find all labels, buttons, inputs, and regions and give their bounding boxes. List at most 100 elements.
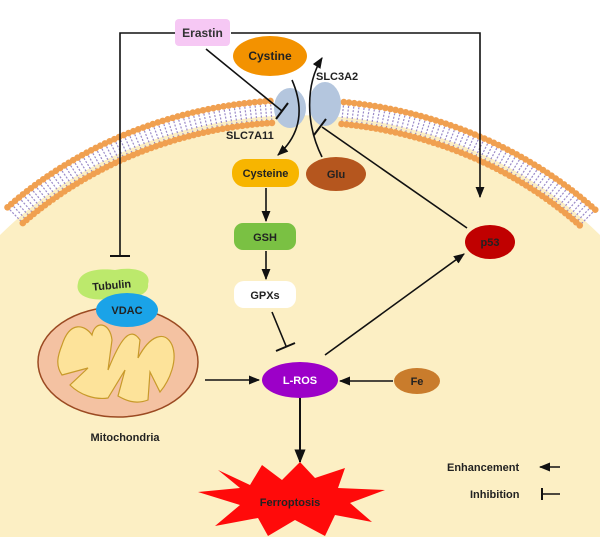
p53-label: p53 — [481, 237, 500, 249]
lipid-tail — [572, 202, 589, 220]
erastin-to-vdac-line — [119, 32, 176, 256]
lipid-tail — [77, 157, 90, 177]
lipid-tail — [59, 167, 74, 187]
gpxs-label: GPXs — [250, 290, 279, 302]
lipid-tail — [187, 113, 195, 136]
lipid-tail — [86, 152, 99, 172]
lipid-head — [367, 124, 375, 132]
lipid-tail — [157, 122, 166, 144]
lipid-head — [576, 222, 584, 229]
lipid-tail — [529, 169, 544, 189]
lipid-head — [189, 109, 197, 116]
glu-label: Glu — [327, 169, 345, 181]
lipid-head — [407, 110, 415, 117]
lipid-head — [229, 123, 236, 131]
lipid-head — [345, 99, 353, 106]
lipid-tail — [561, 193, 577, 211]
cystine-import-arrow — [277, 79, 300, 156]
lipid-tail — [46, 176, 62, 195]
lipid-head — [235, 100, 243, 108]
lipid-tail — [350, 103, 355, 126]
lipid-tail — [26, 190, 42, 209]
lipid-tail — [99, 145, 112, 166]
lipid-tail — [409, 114, 417, 137]
fe-label: Fe — [411, 376, 424, 388]
lipid-tail — [38, 181, 54, 200]
lipid-tail — [167, 119, 176, 141]
lipid-head — [209, 104, 217, 112]
cysteine-node — [232, 159, 299, 187]
erastin-box — [175, 19, 230, 46]
lipid-tail — [192, 112, 200, 134]
lipid-tail — [355, 103, 361, 126]
lipid-head — [387, 105, 394, 113]
glu-node — [306, 157, 366, 191]
lipid-head — [591, 206, 599, 214]
lipid-tail — [207, 109, 214, 131]
lipid-tail — [553, 187, 569, 205]
lipid-head — [427, 115, 435, 123]
lipid-head — [361, 101, 368, 108]
fe-node — [394, 368, 440, 394]
lipid-tail — [545, 181, 561, 200]
lipid-tail — [513, 159, 527, 179]
lipid-head — [268, 119, 276, 127]
mitochondria-label: Mitochondria — [90, 432, 160, 444]
vdac-node — [96, 293, 158, 327]
cystine-node — [233, 36, 307, 76]
lipid-tail — [7, 206, 24, 224]
lipid-tail — [345, 102, 350, 125]
lipid-tail — [446, 126, 457, 148]
lipid-tail — [399, 112, 407, 134]
lipid-tail — [437, 123, 447, 145]
lipid-tail — [152, 123, 162, 145]
lipid-head — [219, 125, 226, 133]
lipid-tail — [147, 125, 157, 147]
lipid-tail — [162, 120, 171, 142]
lipid-head — [340, 98, 348, 106]
lipid-tail — [248, 102, 253, 125]
lipid-tail — [360, 104, 366, 127]
lipid-head — [199, 106, 207, 114]
lipid-head — [382, 104, 389, 112]
lipid-head — [214, 126, 222, 134]
lipid-head — [432, 117, 440, 124]
lipid-tail — [10, 203, 27, 221]
gsh-label: GSH — [253, 232, 277, 244]
lipid-head — [397, 107, 404, 115]
lipid-tail — [269, 100, 273, 123]
lipid-head — [224, 124, 231, 132]
cell-cytoplasm — [0, 115, 600, 537]
lipid-head — [256, 98, 264, 106]
lipid-tail — [18, 197, 35, 215]
lipid-head — [353, 122, 360, 129]
lipid-head — [215, 103, 222, 111]
lipid-head — [350, 99, 358, 107]
lipid-head — [243, 121, 251, 129]
lipid-tail — [500, 151, 513, 172]
erastin-label: Erastin — [182, 26, 223, 40]
lipid-tail — [491, 147, 504, 167]
lipid-tail — [63, 165, 78, 184]
lipid-tail — [423, 118, 432, 141]
lipid-head — [366, 101, 374, 109]
lipid-tail — [575, 205, 592, 223]
lipid-tail — [172, 117, 180, 140]
slc3a2-label: SLC3A2 — [316, 71, 358, 83]
cell-membrane — [4, 97, 599, 229]
lipid-tail — [197, 111, 204, 133]
lipid-head — [174, 113, 182, 120]
lipid-head — [194, 108, 202, 115]
lipid-tail — [456, 130, 466, 152]
lipid-tail — [68, 162, 82, 182]
lipid-head — [356, 100, 363, 108]
lipid-tail — [202, 110, 209, 132]
lipid-tail — [394, 110, 402, 133]
inhibition-bar — [275, 342, 296, 352]
lipid-head — [348, 121, 355, 129]
lipid-head — [338, 120, 345, 128]
lipid-tail — [478, 140, 490, 161]
lipid-head — [204, 105, 212, 113]
lipid-tail — [525, 167, 540, 186]
vdac-label: VDAC — [111, 305, 142, 317]
